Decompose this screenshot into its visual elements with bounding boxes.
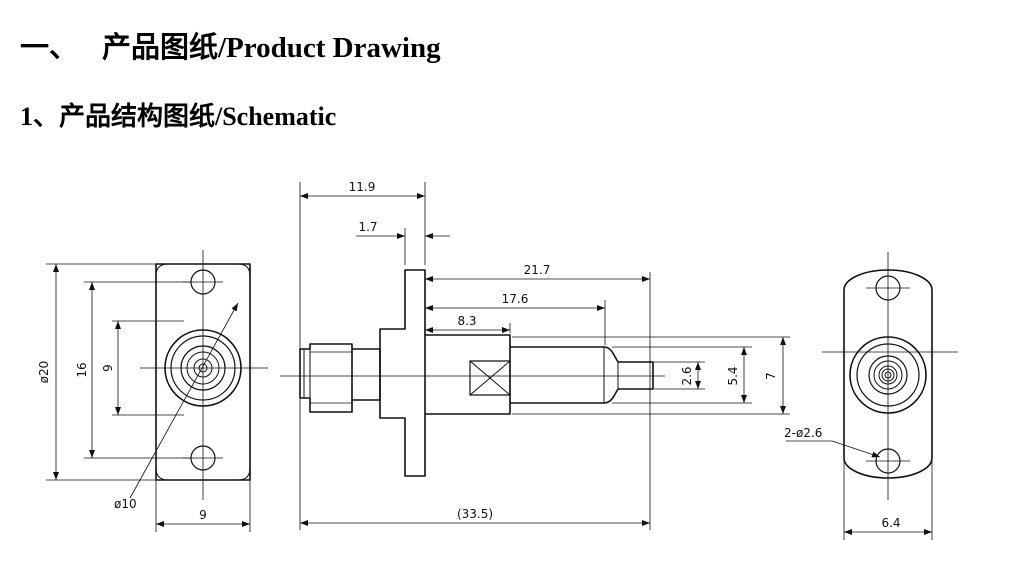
side-connector-nut bbox=[299, 343, 353, 413]
subsection-heading: 1、产品结构图纸/Schematic bbox=[20, 102, 337, 131]
dim-rear-width: 6.4 bbox=[881, 516, 900, 530]
dim-side-pin-dia: 2.6 bbox=[680, 366, 694, 385]
dim-rear-holes: 2-ø2.6 bbox=[784, 426, 822, 440]
section-heading: 一、产品图纸/Product Drawing bbox=[20, 24, 441, 66]
dim-front-diameter: ø20 bbox=[37, 361, 51, 384]
rear-view bbox=[786, 252, 958, 540]
dim-front-width: 9 bbox=[199, 508, 207, 522]
section-number: 一、 bbox=[20, 32, 79, 64]
dim-side-flange-to-end: 11.9 bbox=[349, 180, 376, 194]
side-view bbox=[299, 269, 654, 477]
dim-side-length-3: 8.3 bbox=[457, 314, 476, 328]
dim-side-outer-dia: 7 bbox=[764, 372, 778, 380]
side-flange bbox=[379, 269, 426, 477]
side-shaft bbox=[510, 346, 654, 404]
dim-side-total-length: (33.5) bbox=[457, 507, 493, 521]
side-body bbox=[425, 334, 511, 415]
dim-side-length-2: 17.6 bbox=[502, 292, 529, 306]
dim-side-body-dia: 5.4 bbox=[726, 366, 740, 385]
dim-side-flange-thickness: 1.7 bbox=[358, 220, 377, 234]
section-title: 产品图纸/Product Drawing bbox=[102, 32, 441, 64]
front-view bbox=[46, 250, 268, 532]
dim-front-ring: ø10 bbox=[114, 497, 137, 511]
dim-front-hole-spacing: 16 bbox=[75, 362, 89, 377]
dim-front-inner-height: 9 bbox=[101, 364, 115, 372]
side-collar bbox=[352, 348, 381, 401]
dim-side-length-1: 21.7 bbox=[524, 263, 551, 277]
